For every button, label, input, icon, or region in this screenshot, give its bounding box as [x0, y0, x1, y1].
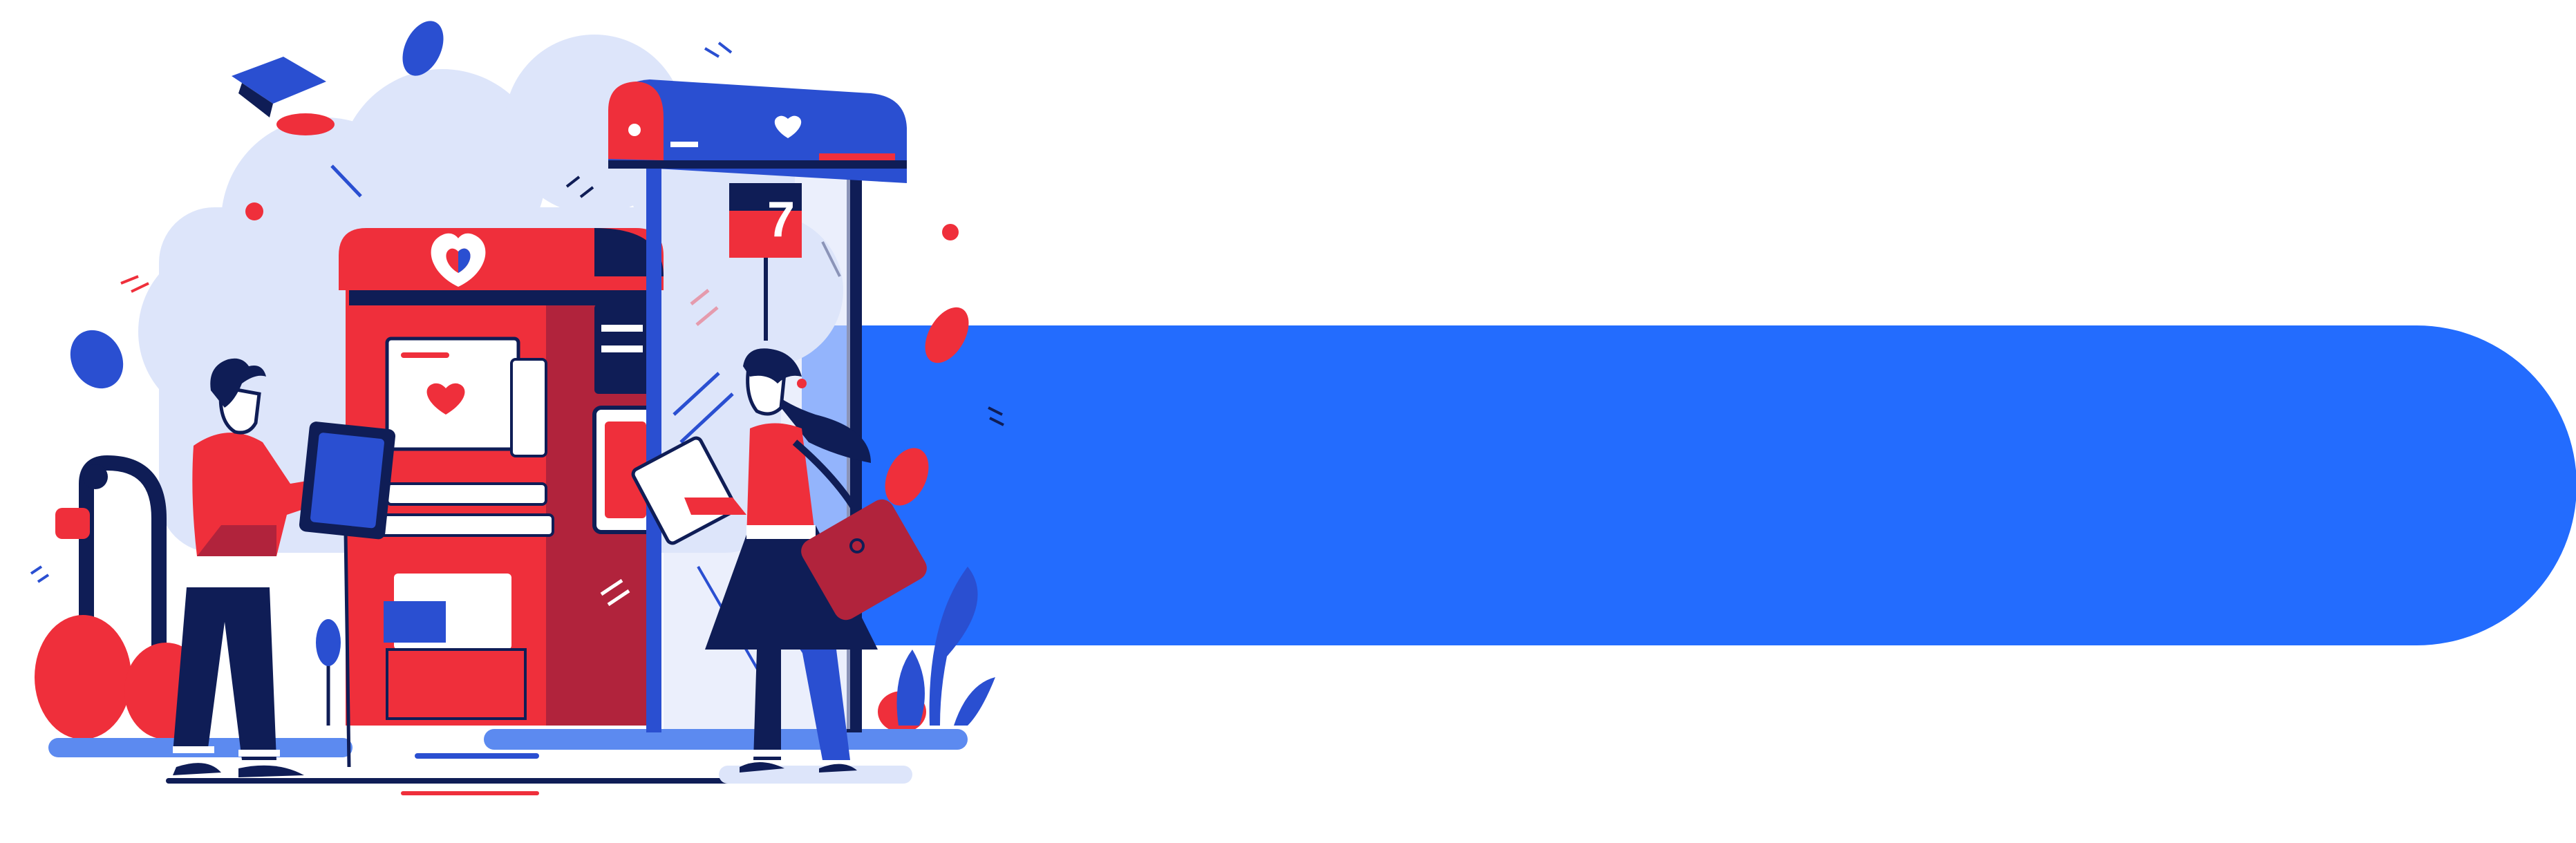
man-figure — [173, 358, 396, 777]
red-mailbox — [339, 228, 664, 726]
kiosk-sign-number: 7 — [767, 192, 795, 247]
mailbox-illustration: 7 — [30, 21, 1004, 795]
blue-pill-banner — [802, 325, 2576, 645]
bike-rack — [55, 455, 167, 726]
floating-decorations — [30, 21, 1004, 583]
woman-figure — [631, 348, 927, 773]
